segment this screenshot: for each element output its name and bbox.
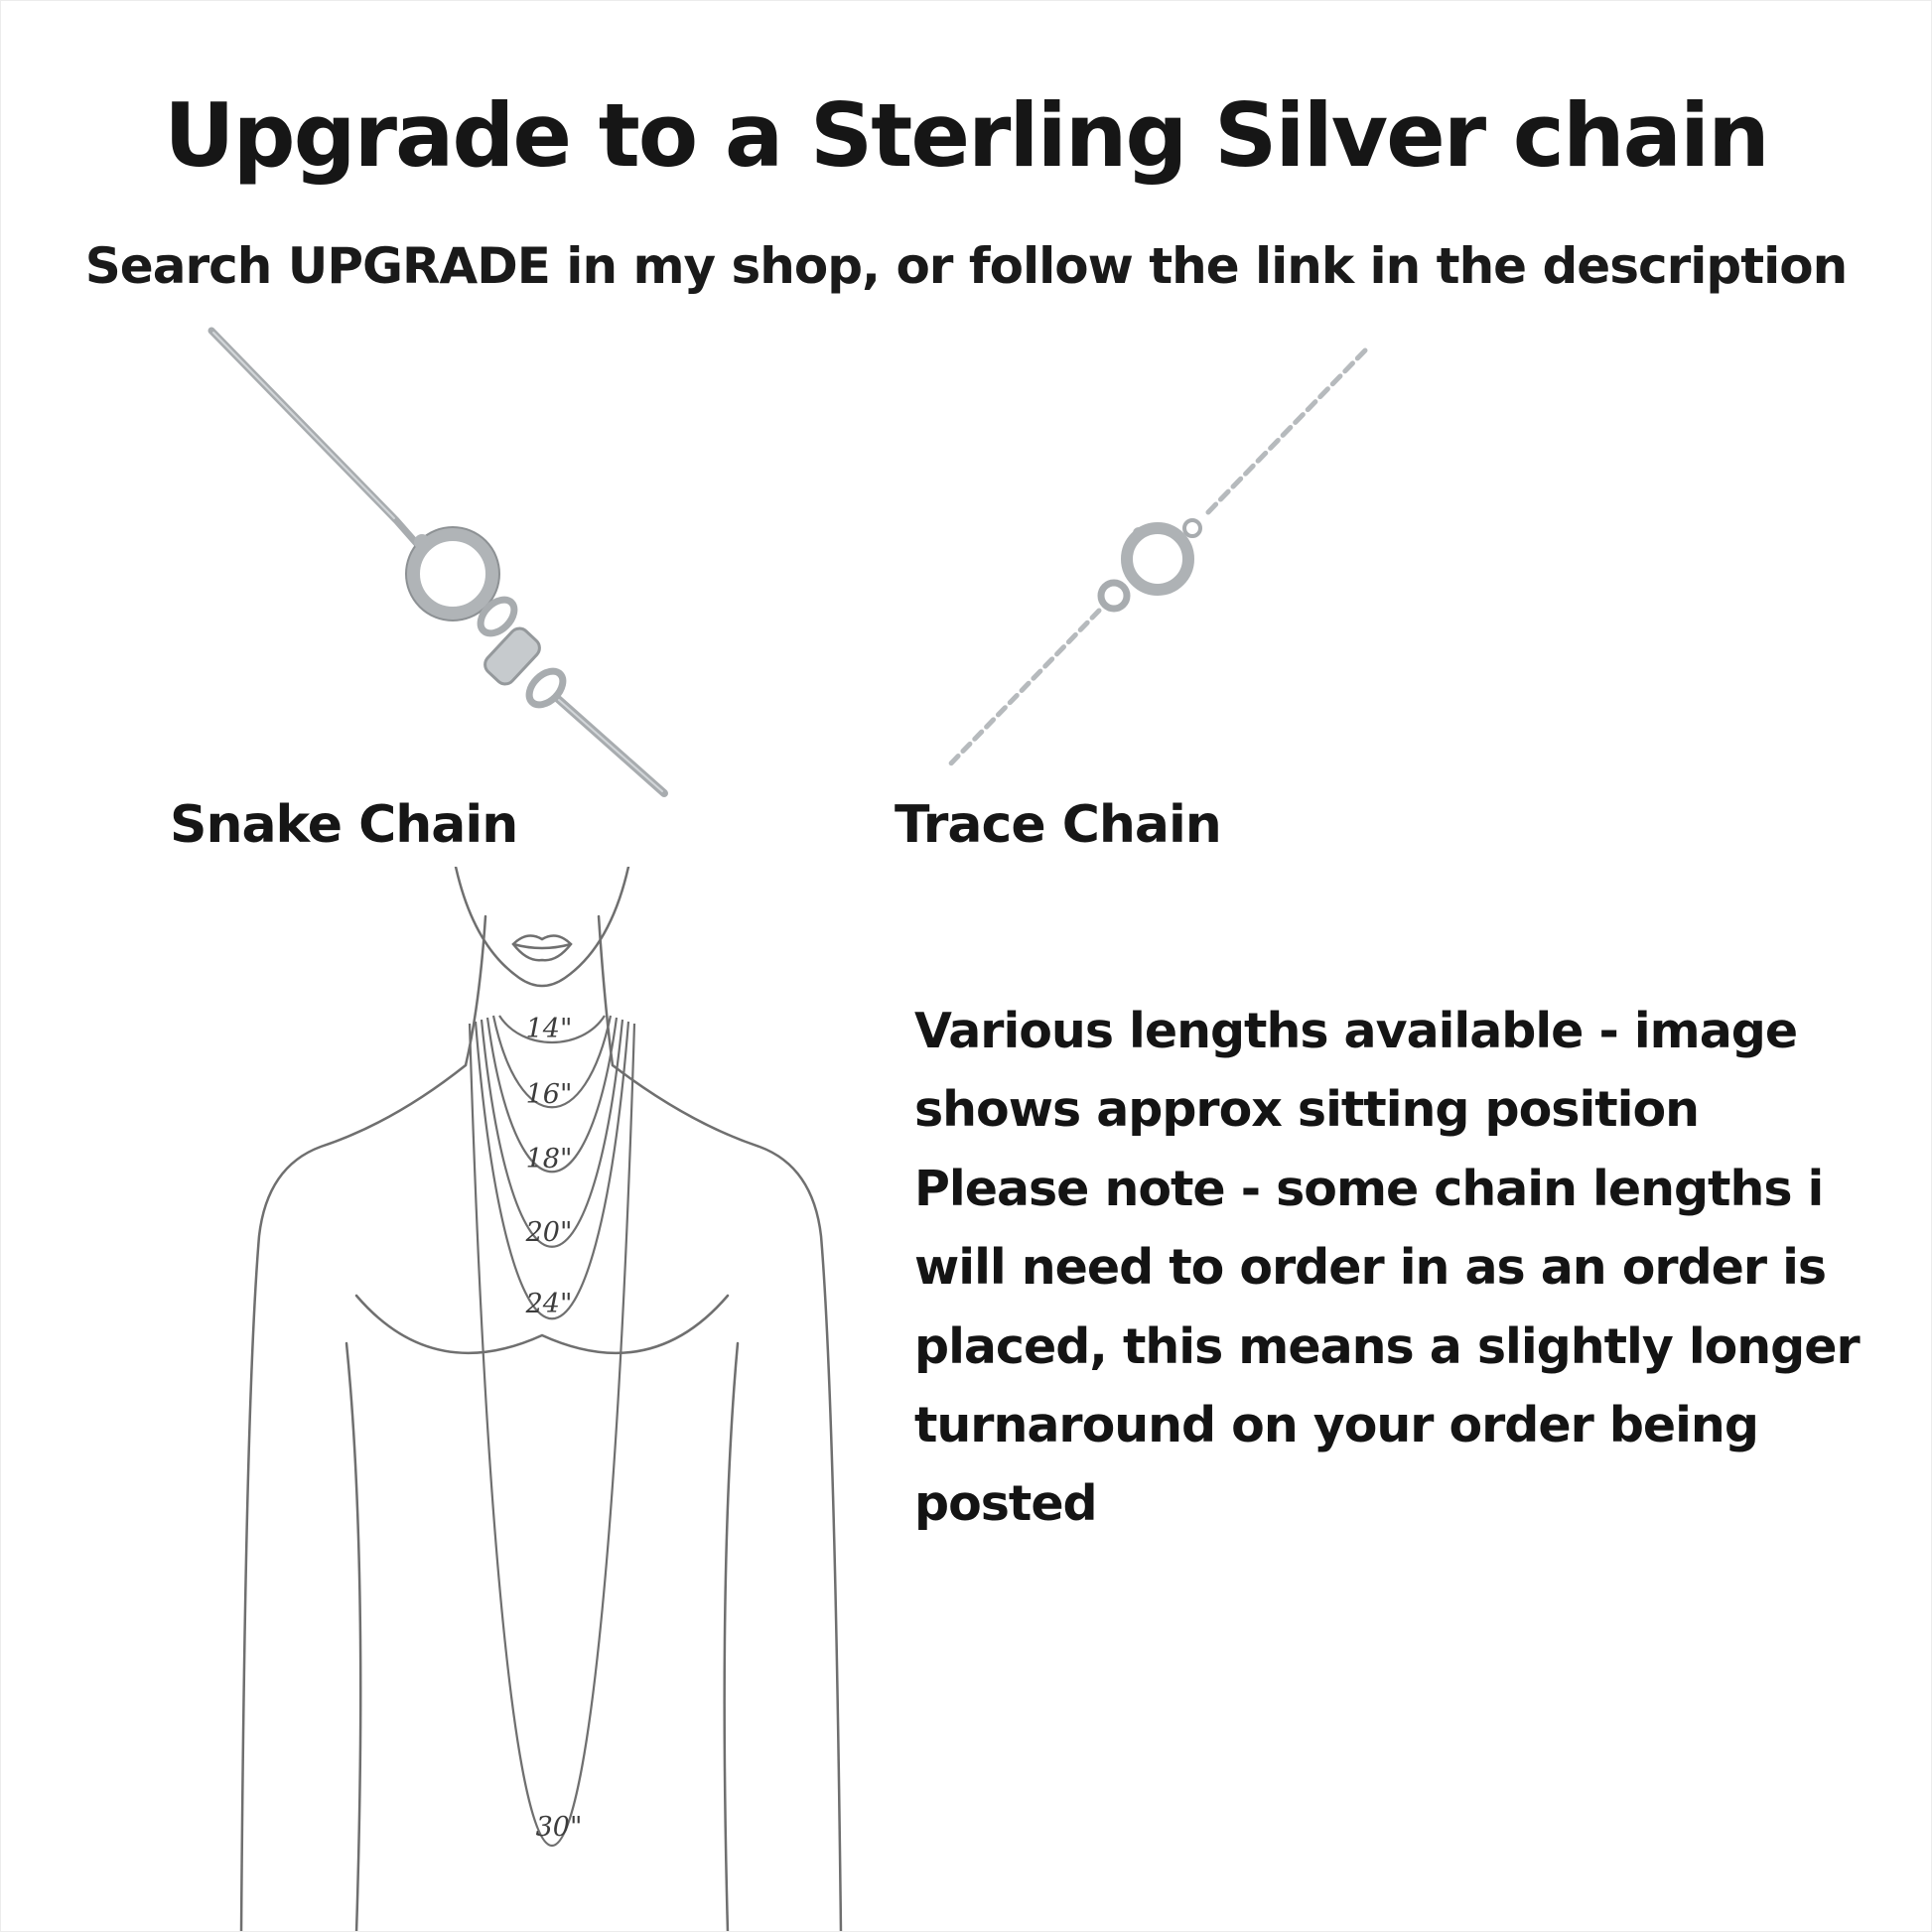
clasp-lever-nub [1133, 527, 1145, 539]
spring-ring-clasp-icon [406, 527, 499, 621]
trace-chain-image [944, 347, 1368, 770]
length-label-16: 16" [526, 1079, 573, 1110]
connector-link [477, 596, 518, 637]
spring-ring-clasp-icon [1121, 522, 1194, 596]
neck-left [464, 914, 487, 1067]
neck-right [597, 914, 615, 1067]
clasp-top-loop [1182, 518, 1202, 538]
snake-chain-image [207, 327, 668, 797]
clasp-lever-nub [414, 534, 430, 550]
quality-tag-link [483, 626, 541, 686]
torso-outline [239, 867, 843, 1931]
jaw-outline [454, 867, 630, 988]
spring-ring-rim [405, 526, 500, 621]
lips-midline [511, 942, 573, 950]
trace-chain-label: Trace Chain [895, 795, 1222, 855]
length-label-18: 18" [526, 1144, 573, 1174]
length-label-30: 30" [536, 1812, 583, 1843]
necklace-arc-30 [468, 1023, 636, 1847]
page-title: Upgrade to a Sterling Silver chain [164, 84, 1770, 187]
necklace-arc-18 [485, 1017, 619, 1173]
necklace-arc-14 [498, 1015, 606, 1043]
snake-chain-highlight [212, 332, 395, 519]
inner-arm-left [345, 1341, 362, 1931]
trace-chain-line-lower [944, 608, 1102, 770]
necklace-arc-24 [474, 1021, 630, 1320]
shoulder-arm-right [611, 1063, 843, 1931]
length-label-14: 14" [526, 1014, 573, 1044]
length-label-20: 20" [525, 1217, 573, 1248]
snake-chain-highlight-2 [558, 699, 663, 792]
page-subtitle: Search UPGRADE in my shop, or follow the… [84, 237, 1848, 295]
necklace-arc-16 [491, 1015, 613, 1109]
necklace-length-labels: 14" 16" 18" 20" 24" 30" [525, 1014, 583, 1843]
necklace-arc-20 [480, 1019, 624, 1248]
necklace-length-diagram: 14" 16" 18" 20" 24" 30" [239, 867, 843, 1931]
shoulder-arm-left [239, 1063, 468, 1931]
availability-note: Various lengths available - image shows … [914, 1003, 1861, 1533]
necklace-arcs [468, 1015, 636, 1847]
inner-arm-right [723, 1341, 740, 1931]
trace-chain-line-upper [1202, 347, 1368, 518]
snake-chain-label: Snake Chain [170, 795, 518, 855]
length-label-24: 24" [525, 1289, 573, 1319]
jump-ring-link [1097, 579, 1131, 613]
bust-outline [354, 1294, 730, 1355]
